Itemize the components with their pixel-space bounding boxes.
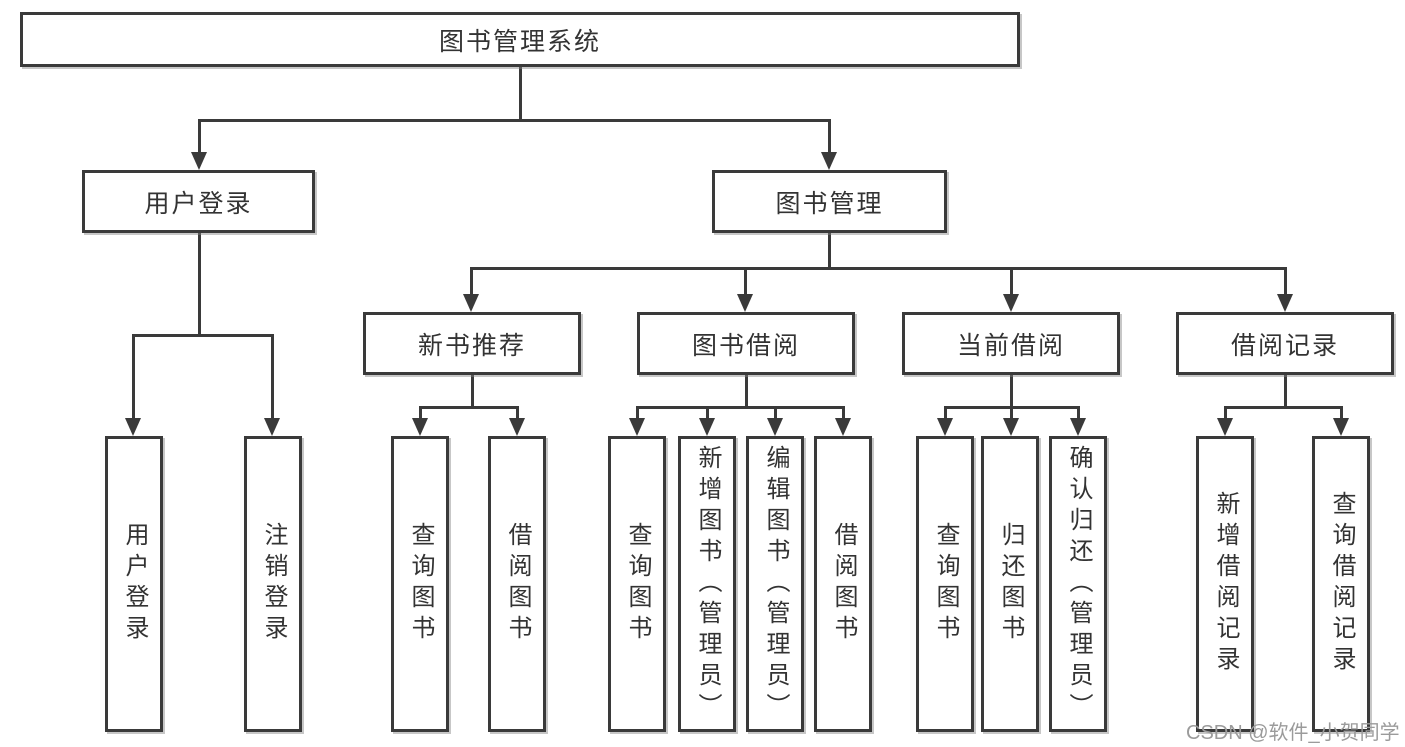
connector-level3-drop bbox=[744, 268, 747, 298]
connector-level2-branch bbox=[198, 119, 831, 122]
arrow-down-icon bbox=[1277, 294, 1293, 312]
connector-level3-branch bbox=[470, 267, 1287, 270]
node-new-book-recommend-label: 新书推荐 bbox=[417, 331, 526, 360]
connector-leaf-drop bbox=[1010, 407, 1013, 422]
arrow-down-icon bbox=[1070, 418, 1086, 436]
arrow-down-icon bbox=[191, 152, 207, 170]
arrow-down-icon bbox=[125, 418, 141, 436]
leaf-bb-borrow-books-label: 借阅图书 bbox=[830, 522, 857, 646]
arrow-down-icon bbox=[821, 152, 837, 170]
connector-rec-branch bbox=[419, 406, 519, 409]
arrow-down-icon bbox=[937, 418, 953, 436]
arrow-down-icon bbox=[463, 294, 479, 312]
arrow-down-icon bbox=[767, 418, 783, 436]
arrow-down-icon bbox=[1333, 418, 1349, 436]
connector-user-login-drop bbox=[198, 120, 201, 154]
leaf-cb-return-books: 归还图书 bbox=[981, 436, 1039, 732]
node-root: 图书管理系统 bbox=[20, 12, 1020, 67]
connector-borrow-stem bbox=[745, 375, 748, 408]
arrow-down-icon bbox=[699, 418, 715, 436]
connector-leaf-drop bbox=[516, 407, 519, 422]
connector-leaf-drop bbox=[944, 407, 947, 422]
node-book-management: 图书管理 bbox=[712, 170, 947, 233]
leaf-br-add-record-label: 新增借阅记录 bbox=[1212, 491, 1239, 677]
connector-user-login-branch bbox=[132, 334, 274, 337]
node-user-login-label: 用户登录 bbox=[144, 189, 253, 218]
leaf-bb-add-books-admin-label: 新增图书（管理员） bbox=[694, 444, 721, 724]
connector-level3-drop bbox=[1010, 268, 1013, 298]
arrow-down-icon bbox=[629, 418, 645, 436]
leaf-cb-query-books-label: 查询图书 bbox=[932, 522, 959, 646]
leaf-user-login-label: 用户登录 bbox=[121, 522, 148, 646]
leaf-rec-query-books-label: 查询图书 bbox=[407, 522, 434, 646]
arrow-down-icon bbox=[412, 418, 428, 436]
leaf-bb-query-books: 查询图书 bbox=[608, 436, 666, 732]
node-book-borrowing: 图书借阅 bbox=[637, 312, 855, 375]
connector-records-stem bbox=[1284, 375, 1287, 408]
connector-borrow-branch bbox=[636, 406, 845, 409]
connector-level3-drop bbox=[470, 268, 473, 298]
connector-current-stem bbox=[1010, 375, 1013, 408]
leaf-logout: 注销登录 bbox=[244, 436, 302, 732]
leaf-cb-return-books-label: 归还图书 bbox=[997, 522, 1024, 646]
node-book-management-label: 图书管理 bbox=[775, 189, 884, 218]
connector-leaf-drop bbox=[132, 335, 135, 422]
leaf-cb-confirm-return-admin: 确认归还（管理员） bbox=[1049, 436, 1107, 732]
leaf-cb-query-books: 查询图书 bbox=[916, 436, 974, 732]
leaf-cb-confirm-return-admin-label: 确认归还（管理员） bbox=[1065, 444, 1092, 724]
arrow-down-icon bbox=[1003, 294, 1019, 312]
connector-user-login-stem bbox=[198, 233, 201, 336]
arrow-down-icon bbox=[737, 294, 753, 312]
node-current-borrowing-label: 当前借阅 bbox=[956, 331, 1065, 360]
arrow-down-icon bbox=[1003, 418, 1019, 436]
connector-leaf-drop bbox=[636, 407, 639, 422]
connector-leaf-drop bbox=[1340, 407, 1343, 422]
connector-records-branch bbox=[1224, 406, 1343, 409]
leaf-logout-label: 注销登录 bbox=[260, 522, 287, 646]
leaf-bb-edit-books-admin: 编辑图书（管理员） bbox=[746, 436, 804, 732]
connector-leaf-drop bbox=[419, 407, 422, 422]
leaf-user-login: 用户登录 bbox=[105, 436, 163, 732]
connector-leaf-drop bbox=[774, 407, 777, 422]
leaf-br-query-record: 查询借阅记录 bbox=[1312, 436, 1370, 732]
arrow-down-icon bbox=[264, 418, 280, 436]
leaf-bb-query-books-label: 查询图书 bbox=[624, 522, 651, 646]
connector-rec-stem bbox=[471, 375, 474, 408]
node-book-borrowing-label: 图书借阅 bbox=[691, 331, 800, 360]
arrow-down-icon bbox=[1217, 418, 1233, 436]
node-borrowing-records-label: 借阅记录 bbox=[1230, 331, 1339, 360]
connector-book-mgmt-drop bbox=[828, 120, 831, 154]
connector-leaf-drop bbox=[1077, 407, 1080, 422]
leaf-bb-borrow-books: 借阅图书 bbox=[814, 436, 872, 732]
arrow-down-icon bbox=[835, 418, 851, 436]
leaf-br-add-record: 新增借阅记录 bbox=[1196, 436, 1254, 732]
leaf-rec-query-books: 查询图书 bbox=[391, 436, 449, 732]
connector-level3-drop bbox=[1284, 268, 1287, 298]
connector-leaf-drop bbox=[706, 407, 709, 422]
leaf-br-query-record-label: 查询借阅记录 bbox=[1328, 491, 1355, 677]
connector-leaf-drop bbox=[842, 407, 845, 422]
leaf-rec-borrow-books: 借阅图书 bbox=[488, 436, 546, 732]
leaf-rec-borrow-books-label: 借阅图书 bbox=[504, 522, 531, 646]
node-user-login: 用户登录 bbox=[82, 170, 315, 233]
leaf-bb-edit-books-admin-label: 编辑图书（管理员） bbox=[762, 444, 789, 724]
connector-book-mgmt-stem bbox=[828, 233, 831, 269]
leaf-bb-add-books-admin: 新增图书（管理员） bbox=[678, 436, 736, 732]
node-borrowing-records: 借阅记录 bbox=[1176, 312, 1394, 375]
node-current-borrowing: 当前借阅 bbox=[902, 312, 1120, 375]
node-root-label: 图书管理系统 bbox=[438, 27, 601, 56]
connector-leaf-drop bbox=[1224, 407, 1227, 422]
arrow-down-icon bbox=[509, 418, 525, 436]
connector-root-stem bbox=[519, 67, 522, 120]
connector-leaf-drop bbox=[271, 335, 274, 422]
csdn-watermark: CSDN @软件_小贺同学 bbox=[1186, 722, 1400, 744]
node-new-book-recommend: 新书推荐 bbox=[363, 312, 581, 375]
